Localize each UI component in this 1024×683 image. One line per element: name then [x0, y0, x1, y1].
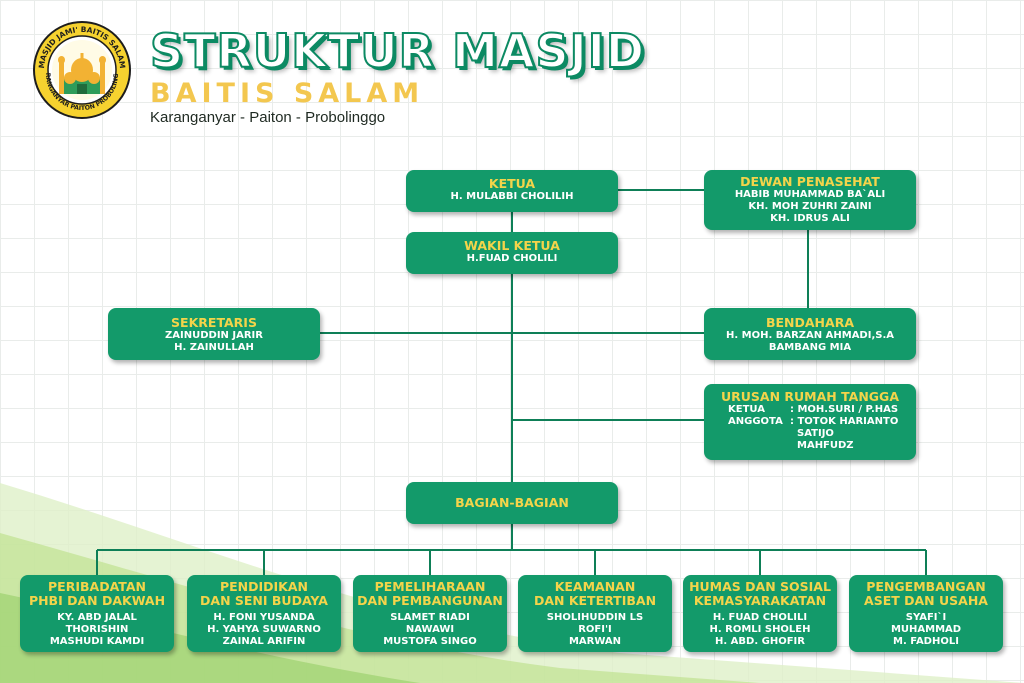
- member-name: THORISHIN: [65, 624, 129, 635]
- page-title: STRUKTUR MASJID: [149, 23, 646, 79]
- dept-pendidikan: PENDIDIKAN DAN SENI BUDAYA H. FONI YUSAN…: [187, 575, 341, 652]
- box-dewan-penasehat: DEWAN PENASEHAT HABIB MUHAMMAD BA`ALI KH…: [704, 170, 916, 230]
- member-name: KY. ABD JALAL: [57, 612, 137, 623]
- member-name: ZAINAL ARIFIN: [222, 636, 306, 647]
- member-name: H. FONI YUSANDA: [213, 612, 315, 623]
- box-sekretaris: SEKRETARIS ZAINUDDIN JARIR H. ZAINULLAH: [108, 308, 320, 360]
- member-name: MUSTOFA SINGO: [383, 636, 477, 647]
- urt-row: ANGGOTA : TOTOK HARIANTO: [728, 416, 916, 428]
- dept-keamanan: KEAMANAN DAN KETERTIBAN SHOLIHUDDIN LS R…: [518, 575, 672, 652]
- dept-pemeliharaan: PEMELIHARAAN DAN PEMBANGUNAN SLAMET RIAD…: [353, 575, 507, 652]
- urt-row-value: : MOH.SURI / P.HAS: [790, 404, 899, 415]
- box-ketua: KETUA H. MULABBI CHOLILIH: [406, 170, 618, 212]
- member-name: H. YAHYA SUWARNO: [207, 624, 321, 635]
- member-name: KH. IDRUS ALI: [770, 213, 850, 224]
- urt-row-value: MAHFUDZ: [797, 440, 854, 451]
- urt-row-value: SATIJO: [797, 428, 834, 439]
- box-wakil-ketua: WAKIL KETUA H.FUAD CHOLILI: [406, 232, 618, 274]
- dept-title: HUMAS DAN SOSIAL: [689, 579, 831, 594]
- member-name: HABIB MUHAMMAD BA`ALI: [734, 189, 886, 200]
- dept-title: PENGEMBANGAN: [866, 579, 986, 594]
- member-name: ROFI'I: [578, 624, 612, 635]
- dept-title: DAN KETERTIBAN: [533, 593, 657, 608]
- urt-row-key: KETUA: [728, 404, 765, 415]
- dept-title: KEAMANAN: [554, 579, 636, 594]
- box-title: SEKRETARIS: [171, 315, 257, 330]
- member-name: MUHAMMAD: [890, 624, 962, 635]
- dept-peribadatan: PERIBADATAN PHBI DAN DAKWAH KY. ABD JALA…: [20, 575, 174, 652]
- box-title: DEWAN PENASEHAT: [740, 174, 880, 189]
- member-name: SHOLIHUDDIN LS: [546, 612, 644, 623]
- member-name: NAWAWI: [405, 624, 455, 635]
- member-name: BAMBANG MIA: [768, 342, 852, 353]
- member-name: H. MULABBI CHOLILIH: [450, 191, 574, 202]
- member-name: MASHUDI KAMDI: [49, 636, 145, 647]
- member-name: KH. MOH ZUHRI ZAINI: [748, 201, 872, 212]
- box-title: WAKIL KETUA: [464, 238, 560, 253]
- member-name: ZAINUDDIN JARIR: [165, 330, 263, 341]
- urt-row: SATIJO: [728, 428, 916, 440]
- dept-humas: HUMAS DAN SOSIAL KEMASYARAKATAN H. FUAD …: [683, 575, 837, 652]
- box-title: URUSAN RUMAH TANGGA: [720, 389, 899, 404]
- member-name: H. ZAINULLAH: [174, 342, 254, 353]
- dept-title: DAN SENI BUDAYA: [200, 593, 328, 608]
- dept-pengembangan: PENGEMBANGAN ASET DAN USAHA SYAFI`I MUHA…: [849, 575, 1003, 652]
- urt-row-value: : TOTOK HARIANTO: [790, 416, 899, 427]
- urt-row: MAHFUDZ: [728, 440, 916, 452]
- box-urusan-rumah-tangga: URUSAN RUMAH TANGGA KETUA : MOH.SURI / P…: [704, 384, 916, 460]
- urt-row: KETUA : MOH.SURI / P.HAS: [728, 404, 916, 416]
- member-name: SYAFI`I: [905, 612, 947, 623]
- urt-row-key: ANGGOTA: [728, 416, 783, 427]
- box-title: BENDAHARA: [765, 315, 854, 330]
- member-name: SLAMET RIADI: [390, 612, 470, 623]
- page-subtitle: BAITIS SALAM: [150, 78, 425, 109]
- urt-row-key: [728, 440, 790, 452]
- member-name: H. ABD. GHOFIR: [715, 636, 805, 647]
- dept-title: DAN PEMBANGUNAN: [357, 593, 503, 608]
- member-name: H. FUAD CHOLILI: [712, 612, 808, 623]
- box-bendahara: BENDAHARA H. MOH. BARZAN AHMADI,S.A BAMB…: [704, 308, 916, 360]
- dept-title: KEMASYARAKATAN: [693, 593, 827, 608]
- dept-title: PHBI DAN DAKWAH: [28, 593, 166, 608]
- mosque-logo: MASJID JAMI' BAITIS SALAM KARANGANYAR PA…: [32, 20, 131, 119]
- member-name: MARWAN: [568, 636, 622, 647]
- location-text: Karanganyar - Paiton - Probolinggo: [150, 109, 386, 126]
- box-title: KETUA: [488, 176, 536, 191]
- dept-title: PEMELIHARAAN: [374, 579, 486, 594]
- dept-title: ASET DAN USAHA: [864, 593, 988, 608]
- member-name: H.FUAD CHOLILI: [466, 253, 558, 264]
- dept-title: PERIBADATAN: [48, 579, 146, 594]
- member-name: M. FADHOLI: [893, 636, 959, 647]
- box-title: BAGIAN-BAGIAN: [455, 495, 569, 510]
- urt-row-key: [728, 428, 790, 440]
- member-name: H. MOH. BARZAN AHMADI,S.A: [725, 330, 894, 341]
- box-bagian-bagian: BAGIAN-BAGIAN: [406, 482, 618, 524]
- member-name: H. ROMLI SHOLEH: [709, 624, 811, 635]
- dept-title: PENDIDIKAN: [219, 579, 309, 594]
